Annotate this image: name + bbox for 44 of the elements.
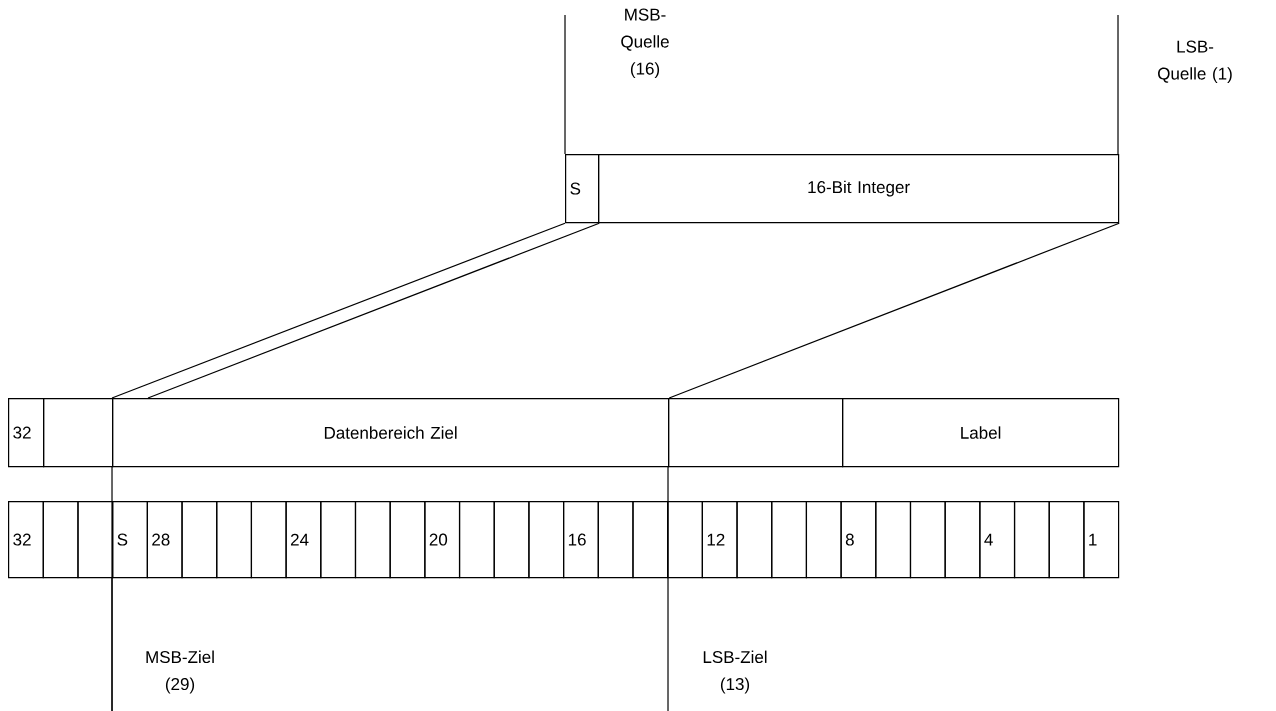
empty-cell [632,501,669,579]
bit-cell: 32 [8,398,45,468]
bit-cell: 16 [563,501,599,579]
bit-cell: 1 [1083,501,1120,579]
empty-cell [667,501,703,579]
empty-cell [771,501,807,579]
empty-cell [597,501,634,579]
empty-cell [493,501,530,579]
empty-cell [1013,501,1050,579]
field-cell: Label [842,398,1120,468]
bit-label: MSB- Quelle (16) [621,8,669,78]
empty-cell [875,501,912,579]
bit-cell: 4 [979,501,1016,579]
empty-cell [805,501,842,579]
empty-cell [944,501,981,579]
bit-label: LSB-Quelle (1) [1158,40,1232,83]
empty-cell [42,501,79,579]
empty-cell [43,398,114,468]
empty-cell [250,501,287,579]
empty-cell [1048,501,1085,579]
empty-cell [528,501,565,579]
empty-cell [181,501,218,579]
bit-cell: 12 [701,501,738,579]
bit-cell: 32 [8,501,44,579]
empty-cell [736,501,773,579]
bit-cell: 28 [146,501,183,579]
bit-cell: 24 [285,501,322,579]
mapping-line [668,222,1120,399]
empty-cell [320,501,357,579]
empty-cell [668,398,844,468]
empty-cell [216,501,252,579]
empty-cell [458,501,495,579]
empty-cell [354,501,391,579]
bit-cell: S [112,501,148,579]
bit-cell: S [565,154,600,224]
empty-cell [77,501,114,579]
field-cell: 16-Bit Integer [598,154,1120,224]
bit-label: MSB-Ziel (29) [146,650,214,694]
empty-cell [389,501,426,579]
bit-cell: 20 [424,501,461,579]
bit-label: LSB-Ziel (13) [703,650,767,694]
bit-cell: 8 [840,501,877,579]
empty-cell [909,501,946,579]
field-cell: Datenbereich Ziel [112,398,670,468]
